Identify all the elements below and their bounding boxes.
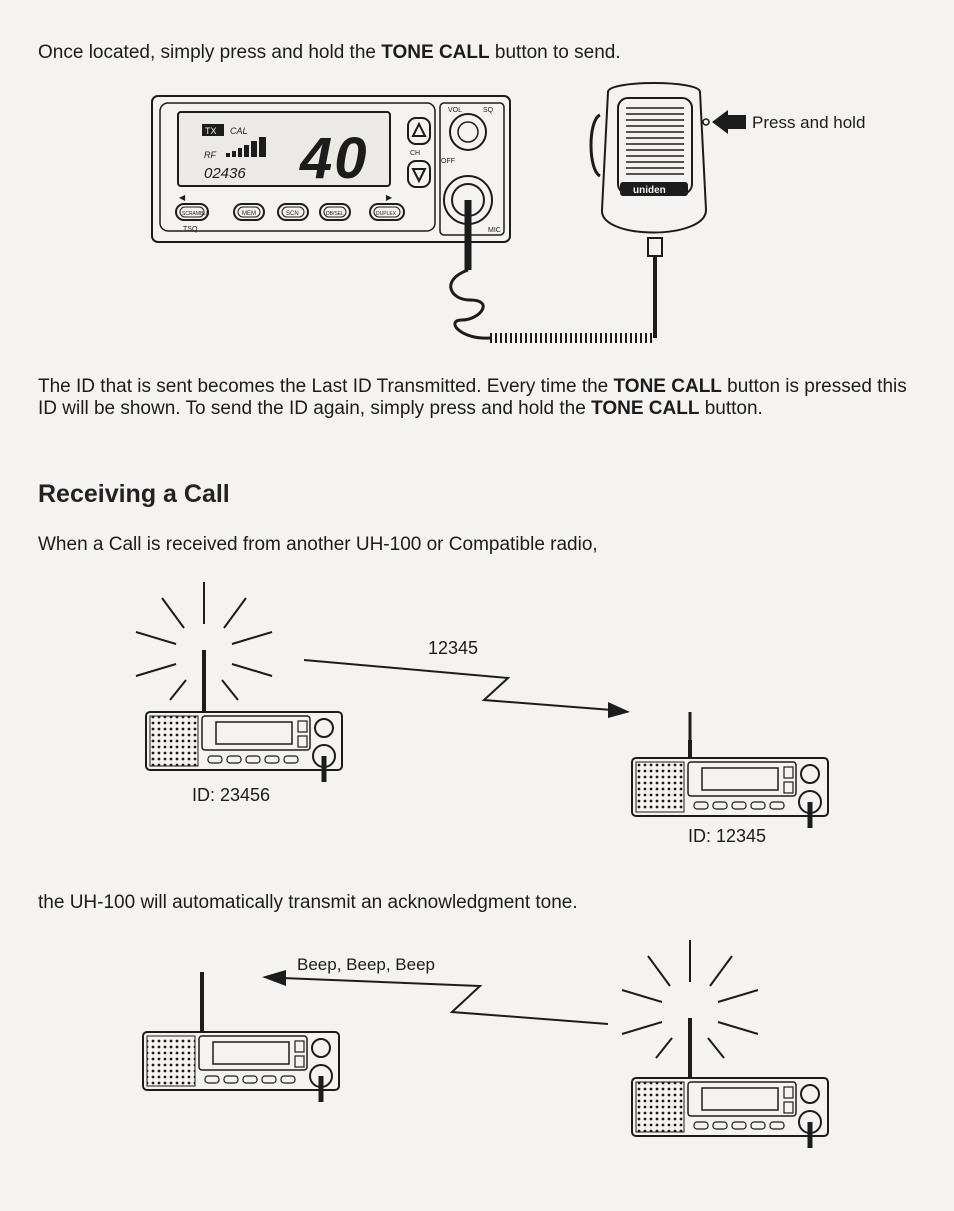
lcd-display	[177, 111, 391, 187]
lcd-tx-tag: TX	[205, 126, 217, 136]
para2-text-2: button is pressed this ID will be shown.…	[38, 376, 907, 419]
volume-knob[interactable]	[449, 113, 487, 151]
signal-arrowhead-1	[608, 702, 630, 718]
lcd-rf-tag: RF	[204, 150, 216, 160]
right-radio	[631, 712, 829, 828]
last-id-paragraph: The ID that is sent becomes the Last ID …	[38, 376, 918, 420]
para2-text-1: The ID that is sent becomes the Last ID …	[38, 376, 614, 397]
intro-text-prefix: Once located, simply press and hold the	[38, 42, 382, 63]
signal-label-12345: 12345	[428, 638, 478, 658]
para2-tone-call-1: TONE CALL	[613, 376, 722, 397]
svg-text:◀: ◀	[179, 193, 186, 202]
lcd-cal-tag: CAL	[230, 126, 248, 136]
beep-label: Beep, Beep, Beep	[297, 955, 435, 974]
scn-button	[277, 203, 309, 221]
intro-paragraph: Once located, simply press and hold the …	[38, 42, 621, 64]
tone-call-button[interactable]	[702, 118, 710, 126]
para2-text-3: button.	[699, 398, 763, 419]
signal-strength-bars	[226, 137, 266, 157]
acknowledgment-text: the UH-100 will automatically transmit a…	[38, 892, 578, 913]
radio-mic-illustration: TX CAL RF 02436 40 CH ◀ ▶ SCRAMBLE MEM S…	[151, 82, 865, 343]
lcd-id-readout: 02436	[204, 165, 246, 182]
svg-text:SCN: SCN	[286, 211, 299, 217]
receive-call-diagram: ID: 23456 12345 ID: 12345	[135, 582, 829, 846]
acknowledgment-diagram: Beep, Beep, Beep	[142, 940, 829, 1148]
tsq-label: TSQ	[183, 226, 198, 233]
sq-label: SQ	[483, 107, 494, 114]
press-and-hold-label: Press and hold	[752, 113, 865, 132]
vol-label: VOL	[448, 107, 462, 114]
signal-burst-left	[135, 582, 273, 701]
left-radio-ack	[142, 972, 340, 1102]
mic-brand-plate	[620, 182, 688, 196]
press-arrow-icon	[712, 110, 746, 134]
db-sel-button	[319, 203, 351, 221]
right-radio-id: ID: 12345	[688, 826, 766, 846]
off-label: OFF	[441, 158, 455, 165]
channel-label: CH	[410, 150, 420, 157]
left-radio-id: ID: 23456	[192, 785, 270, 805]
mic-brand: uniden	[633, 185, 666, 196]
duplex-button	[369, 203, 405, 221]
mem-button	[233, 203, 265, 221]
svg-text:SCRAMBLE: SCRAMBLE	[182, 211, 210, 217]
signal-arrowhead-2	[262, 970, 286, 986]
intro-text-suffix: button to send.	[489, 42, 621, 63]
signal-path-1	[303, 659, 613, 711]
left-radio	[145, 650, 343, 782]
right-radio-ack	[631, 1018, 829, 1148]
svg-text:DUPLEX: DUPLEX	[376, 211, 397, 217]
channel-down-button[interactable]	[407, 160, 431, 188]
section-heading: Receiving a Call	[38, 480, 230, 508]
scramble-button	[175, 203, 209, 221]
function-buttons[interactable]: SCRAMBLE MEM SCN DB/SEL DUPLEX	[175, 203, 405, 221]
microphone[interactable]: uniden	[589, 82, 708, 257]
receiving-intro-text: When a Call is received from another UH-…	[38, 534, 598, 555]
lcd-channel-number: 40	[299, 126, 369, 191]
channel-up-button[interactable]	[407, 117, 431, 145]
signal-path-2	[281, 977, 609, 1025]
para2-tone-call-2: TONE CALL	[591, 398, 700, 419]
mic-label: MIC	[488, 227, 501, 234]
svg-text:▶: ▶	[386, 193, 393, 202]
svg-text:DB/SEL: DB/SEL	[326, 211, 344, 217]
intro-tone-call-bold: TONE CALL	[381, 42, 490, 63]
svg-text:MEM: MEM	[242, 211, 256, 217]
signal-burst-right	[621, 940, 759, 1059]
